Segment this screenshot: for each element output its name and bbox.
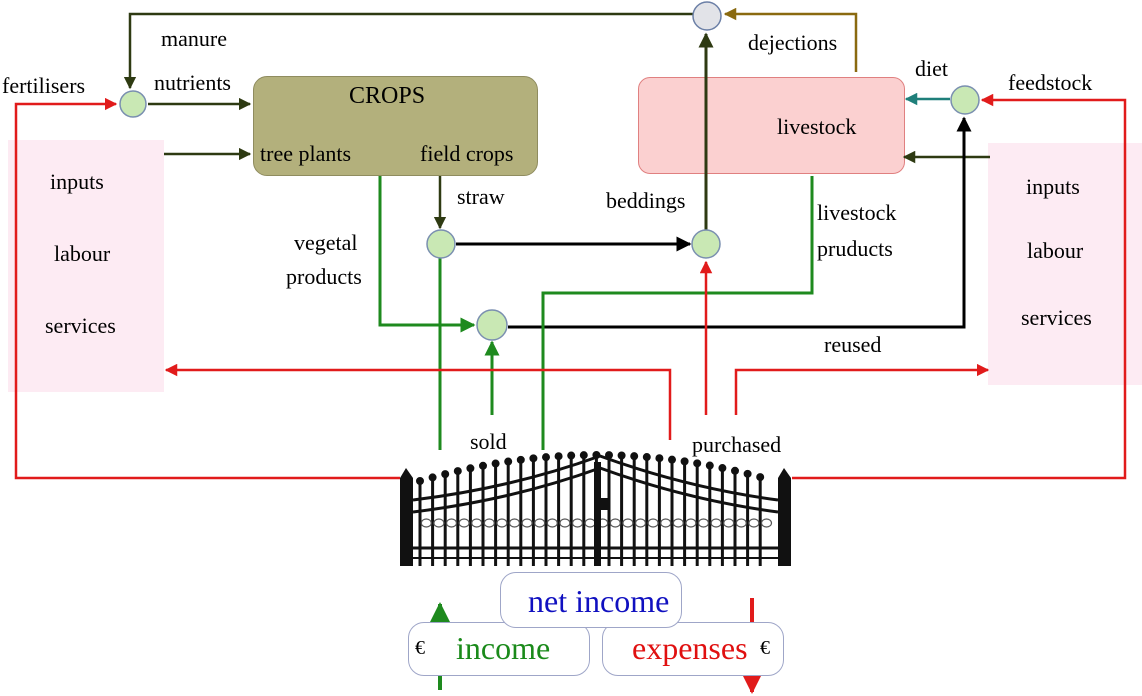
manure-label: manure (161, 26, 227, 51)
reused-arrow (508, 116, 972, 329)
left-labour-item: labour (54, 241, 111, 266)
products-label: products (286, 264, 362, 289)
right-inputs-panel (988, 143, 1142, 385)
manure-arrow (123, 12, 693, 90)
expenses-label: expenses (632, 630, 748, 666)
diet-node (950, 85, 980, 115)
beddings-label: beddings (606, 188, 686, 213)
field-crops-label: field crops (420, 141, 514, 166)
products-node (476, 309, 508, 341)
currency-left: € (415, 637, 425, 659)
sold-label: sold (470, 429, 507, 454)
currency-right: € (760, 637, 770, 659)
livestock-products-label-1: livestock (817, 200, 897, 225)
diet-label: diet (915, 56, 948, 81)
net-income-pill (500, 572, 682, 628)
purchased-label: purchased (692, 432, 782, 457)
vegetal-products-arrow (378, 176, 476, 333)
income-pill (408, 622, 590, 676)
dejections-node (692, 1, 722, 31)
livestock-label: livestock (777, 114, 857, 139)
livestock-products-label-2: pruducts (817, 236, 893, 261)
feedstock-label: feedstock (1008, 70, 1093, 95)
left-inputs-panel (8, 140, 164, 392)
nutrients-node (119, 90, 147, 118)
right-services-item: services (1021, 305, 1092, 330)
straw-label: straw (457, 184, 505, 209)
livestock-box (638, 77, 905, 174)
livestock-products-line (541, 176, 814, 450)
income-label: income (456, 630, 551, 666)
purchased-right-inputs-arrow (734, 363, 990, 415)
net-income-label: net income (528, 583, 670, 619)
farm-gate-icon (400, 451, 791, 566)
fertilisers-label: fertilisers (2, 73, 86, 98)
crops-box (253, 76, 538, 176)
beddings-node (691, 229, 721, 259)
fertilisers-arrow (14, 97, 400, 480)
left-inputs-item: inputs (50, 169, 104, 194)
straw-node (426, 229, 456, 259)
reused-label: reused (824, 332, 882, 357)
right-labour-item: labour (1027, 238, 1084, 263)
dejections-arrow (723, 7, 858, 72)
tree-plants-label: tree plants (260, 141, 352, 166)
expenses-pill (602, 622, 784, 676)
crops-title: CROPS (349, 83, 426, 109)
feedstock-arrow (792, 93, 1127, 480)
right-inputs-item: inputs (1026, 174, 1080, 199)
left-services-item: services (45, 313, 116, 338)
vegetal-label: vegetal (294, 230, 358, 255)
nutrients-label: nutrients (154, 70, 231, 95)
dejections-label: dejections (748, 30, 838, 55)
purchased-left-inputs-arrow (164, 363, 672, 440)
